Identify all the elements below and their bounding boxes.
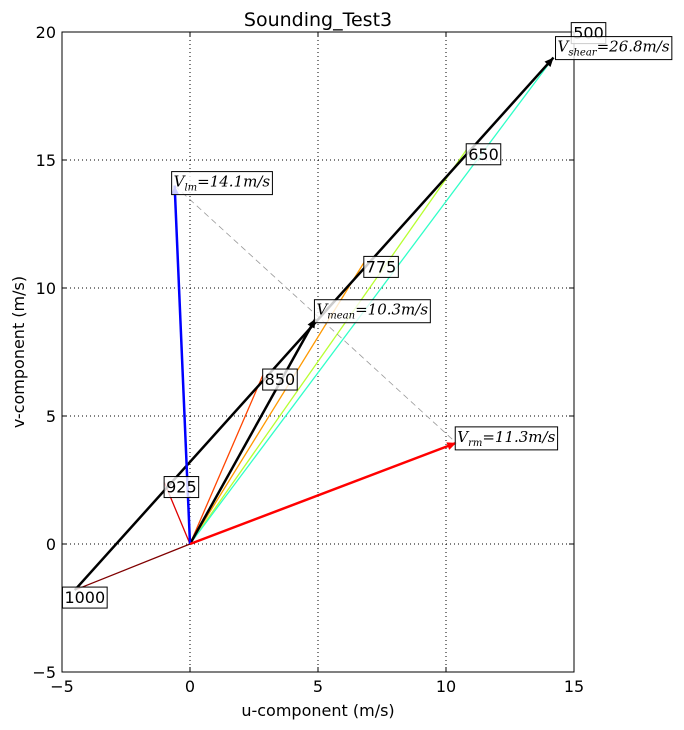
x-tick-label: 5 xyxy=(313,677,323,696)
level-label-850-text: 850 xyxy=(265,370,296,389)
level-label-1000-text: 1000 xyxy=(64,588,105,607)
annotation-v-mean: Vmean=10.3m/s xyxy=(313,299,431,324)
ann-sub: lm xyxy=(184,183,197,194)
arrowhead-V_rm xyxy=(446,442,457,450)
ann-rest: =26.8m/s xyxy=(597,38,670,56)
level-label-1000: 1000 xyxy=(61,586,108,609)
x-axis-label: u-component (m/s) xyxy=(241,701,394,720)
annotation-v-shear-box xyxy=(555,36,673,61)
y-tick-label: 15 xyxy=(36,151,56,170)
level-label-775-text: 775 xyxy=(366,257,397,276)
grid xyxy=(61,31,575,673)
ann-base: V xyxy=(316,301,329,319)
ann-rest: =11.3m/s xyxy=(482,428,555,446)
annotation-v-rm-text: Vrm=11.3m/s xyxy=(457,428,555,449)
y-tick-label: −5 xyxy=(32,663,56,682)
ann-sub: mean xyxy=(327,311,355,322)
level-label-1000-box xyxy=(61,586,108,609)
chart-title: Sounding_Test3 xyxy=(244,9,392,31)
x-tick-label: 15 xyxy=(564,677,584,696)
annotation-v-shear-text: Vshear=26.8m/s xyxy=(558,38,670,59)
level-label-775-box xyxy=(363,255,399,278)
arrowhead-V_shear xyxy=(544,57,554,67)
level-label-650-text: 650 xyxy=(468,145,499,164)
level-labels: 1000925850775650500Vlm=14.1m/sVmean=10.3… xyxy=(61,22,673,609)
plot-marks xyxy=(73,56,555,591)
annotation-v-mean-box xyxy=(313,299,431,324)
level-label-925-box xyxy=(163,476,200,499)
ann-sub: shear xyxy=(568,48,597,59)
annotation-v-lm: Vlm=14.1m/s xyxy=(171,171,273,196)
y-tick-label: 10 xyxy=(36,279,56,298)
annotation-v-rm: Vrm=11.3m/s xyxy=(454,426,559,451)
y-axis-label: v-component (m/s) xyxy=(9,276,28,428)
vector-V_rm xyxy=(189,441,457,546)
level-label-650: 650 xyxy=(465,143,502,166)
ticks: −5 0 5 10 15 −5 0 5 10 15 20 xyxy=(32,23,584,696)
x-tick-label: −5 xyxy=(50,677,74,696)
ann-base: V xyxy=(558,38,571,56)
level-label-650-box xyxy=(465,143,502,166)
annotation-v-lm-box xyxy=(171,171,273,196)
level-line-850 xyxy=(189,374,264,545)
ann-base: V xyxy=(174,173,187,191)
ann-base: V xyxy=(457,428,470,446)
level-label-775: 775 xyxy=(363,255,399,278)
level-label-925: 925 xyxy=(163,476,200,499)
vector-V_mean xyxy=(188,318,317,545)
arrowhead-V_mean xyxy=(307,318,316,329)
level-line-650 xyxy=(189,149,468,545)
y-tick-label: 5 xyxy=(46,407,56,426)
ann-sub: rm xyxy=(468,438,482,449)
y-tick-label: 0 xyxy=(46,535,56,554)
ann-rest: =14.1m/s xyxy=(197,173,270,191)
annotation-v-shear: Vshear=26.8m/s xyxy=(555,36,673,61)
annotation-v-rm-box xyxy=(454,426,559,451)
x-tick-label: 10 xyxy=(436,677,456,696)
level-label-850: 850 xyxy=(262,368,298,391)
ann-rest: =10.3m/s xyxy=(355,301,428,319)
level-label-850-box xyxy=(262,368,298,391)
annotation-v-mean-text: Vmean=10.3m/s xyxy=(316,301,428,322)
annotation-v-lm-text: Vlm=14.1m/s xyxy=(174,173,271,194)
x-tick-label: 0 xyxy=(185,677,195,696)
level-line-1000 xyxy=(74,543,191,591)
y-tick-label: 20 xyxy=(36,23,56,42)
level-label-925-text: 925 xyxy=(166,478,197,497)
